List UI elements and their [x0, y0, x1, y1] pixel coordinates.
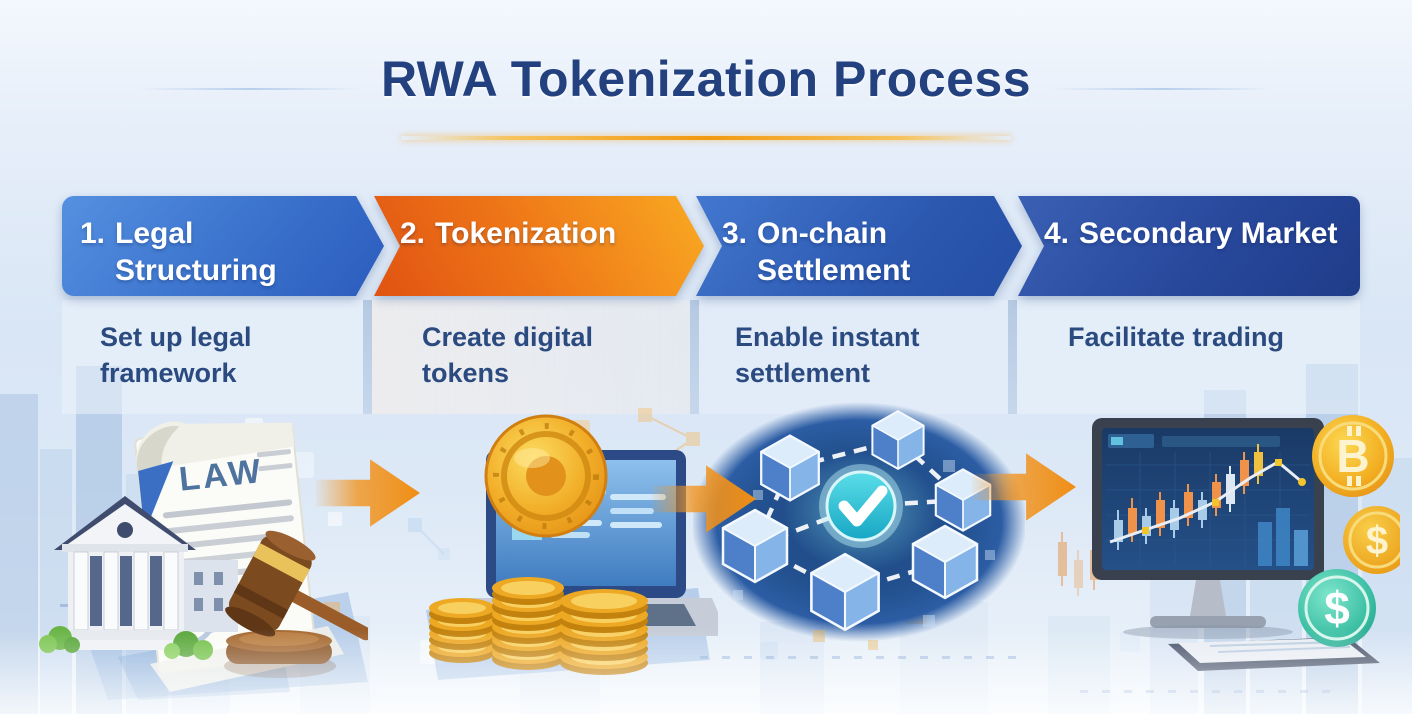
step-banner-3: 3. On-chain Settlement: [696, 196, 1022, 296]
step-label: Tokenization: [435, 217, 617, 250]
page-title: RWA Tokenization Process: [380, 51, 1032, 107]
step-banner-2: 2. Tokenization: [374, 196, 704, 296]
column-panel: [1017, 300, 1360, 414]
step-number: 4.: [1044, 217, 1070, 250]
network-node-decoration: [408, 408, 700, 560]
settlement-illustration: [693, 402, 1025, 650]
candlestick-chart-icon: [1114, 444, 1263, 550]
column-panel: [699, 300, 1008, 414]
step-banner-1: 1. Legal Structuring: [62, 196, 384, 296]
step-label: Secondary Market: [1079, 217, 1338, 250]
column-divider: [363, 300, 372, 414]
step-number: 3.: [722, 217, 748, 250]
step-label: On-chain Settlement: [757, 217, 911, 287]
bitcoin-symbol: B: [1336, 430, 1369, 482]
column-divider: [690, 300, 699, 414]
step-number: 2.: [400, 217, 426, 250]
column-divider: [1008, 300, 1017, 414]
gold-dollar-coin-icon: $: [1343, 506, 1400, 574]
dollar-symbol: $: [1324, 582, 1350, 634]
dollar-symbol: $: [1366, 519, 1388, 563]
column-panel: [62, 300, 363, 414]
teal-dollar-coin-icon: $: [1298, 569, 1376, 647]
title-underline-decoration: [401, 136, 1011, 140]
step-description: Create digital tokens: [422, 322, 594, 388]
step-number: 1.: [80, 217, 106, 250]
title-side-line-right: [1052, 88, 1272, 90]
bar-chart-icon: [1258, 508, 1308, 566]
step-label: Legal Structuring: [115, 217, 277, 287]
bank-building-icon: [54, 496, 238, 650]
title-side-line-left: [140, 88, 360, 90]
step-description: Enable instant settlement: [735, 322, 920, 388]
checkmark-icon: [819, 464, 903, 548]
law-document-label: LAW: [177, 452, 265, 499]
token-coin-icon: [484, 414, 608, 538]
step-banner-4: 4. Secondary Market: [1018, 196, 1360, 296]
step-description: Set up legal framework: [100, 322, 252, 388]
column-panel: [372, 300, 690, 414]
bottom-fade-overlay: [0, 629, 1412, 714]
bitcoin-coin-icon: B: [1312, 415, 1394, 497]
step-description: Facilitate trading: [1068, 322, 1285, 352]
trading-monitor-icon: [1092, 418, 1324, 639]
